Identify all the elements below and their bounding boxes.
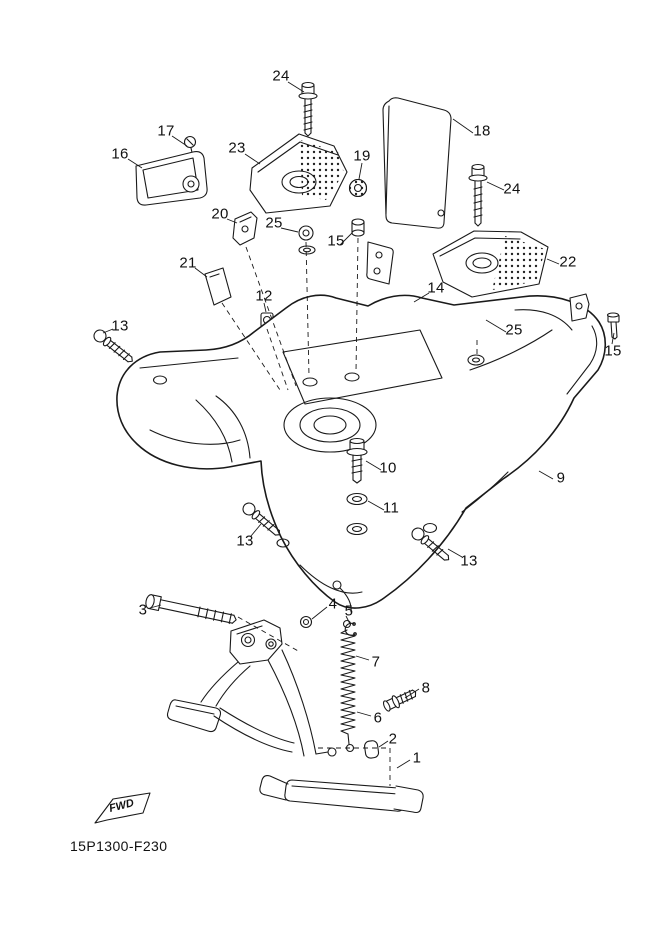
part-13-screw-bottom-left [242,502,281,536]
callout-25: 25 [505,321,523,339]
callout-22: 22 [559,253,577,271]
part-3-bolt [145,594,237,625]
part-15-bolt-right [606,312,620,340]
callout-5: 5 [344,602,354,620]
part-21-strip [204,267,232,306]
callout-13: 13 [460,552,478,570]
leader-lines [102,81,615,769]
part-13-screw-bottom-right [411,527,450,561]
part-11-washer [346,492,368,506]
callout-4: 4 [328,595,338,613]
callout-18: 18 [473,122,491,140]
callout-10: 10 [379,459,397,477]
part-2-damper [364,740,380,759]
alignment-lines [221,237,478,786]
callout-20: 20 [211,205,229,223]
callout-11: 11 [382,499,400,517]
footboard-stay [366,241,394,285]
part-4-washer [299,615,313,629]
figure-code: 15P1300-F230 [70,838,168,854]
callout-15: 15 [327,232,345,250]
callout-19: 19 [353,147,371,165]
callout-6: 6 [373,709,383,727]
part-24-bolt-right [468,163,488,227]
part-10-bolt [346,437,368,484]
callout-25: 25 [265,214,283,232]
part-1-center-stand [166,619,424,814]
part-7-spring [340,619,356,753]
callout-9: 9 [556,469,566,487]
part-20-bracket [232,211,258,246]
callout-8: 8 [421,679,431,697]
callout-13: 13 [111,317,129,335]
callout-21: 21 [179,254,197,272]
callout-7: 7 [371,653,381,671]
callout-1: 1 [412,749,422,767]
callout-17: 17 [157,122,175,140]
callout-2: 2 [388,730,398,748]
part-13-screw-upper-left [93,329,133,363]
part-24-bolt-top [298,81,318,137]
part-15-nut-left [351,218,365,237]
callout-24: 24 [503,180,521,198]
callout-15: 15 [604,342,622,360]
callout-14: 14 [427,279,445,297]
callout-12: 12 [255,287,273,305]
part-18-cover [382,97,452,229]
fwd-flag [94,792,151,824]
part-25-cap-left [298,225,316,255]
part-23-mat [249,133,348,214]
part-16-lid [135,151,208,206]
part-19-nut [348,178,368,198]
callout-3: 3 [138,601,148,619]
callout-23: 23 [228,139,246,157]
part-22-mat [432,230,549,298]
callout-13: 13 [236,532,254,550]
callout-24: 24 [272,67,290,85]
callout-16: 16 [111,145,129,163]
